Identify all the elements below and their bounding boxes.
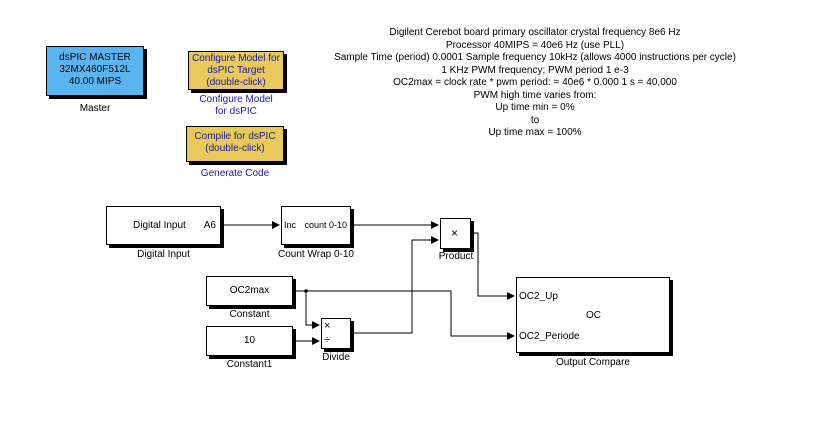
output-compare-block[interactable]: OC2_Up OC OC2_Periode (516, 277, 670, 353)
configure-caption: Configure Model for dsPIC (186, 94, 286, 118)
master-line-1: dsPIC MASTER (59, 52, 131, 63)
divide-block[interactable]: × ÷ (321, 318, 351, 349)
divide-multiply-icon: × (324, 320, 331, 332)
oc-port-up: OC2_Up (519, 291, 558, 302)
output-compare-caption: Output Compare (556, 357, 630, 368)
note-line-4: 1 KHz PWM frequency; PWM period 1 e-3 (441, 64, 629, 76)
digital-input-port: A6 (203, 220, 216, 231)
digital-input-caption: Digital Input (137, 249, 190, 260)
product-block[interactable]: × (440, 218, 471, 249)
oc2max-value: OC2max (229, 285, 270, 296)
note-line-8: to (530, 114, 540, 126)
constant1-block[interactable]: 10 (206, 326, 293, 356)
wire-oc2max-to-oc-periode[interactable] (293, 290, 515, 340)
compile-line-1: Compile for dsPIC (194, 131, 276, 142)
compile-caption: Generate Code (200, 168, 270, 179)
divide-divide-icon: ÷ (324, 334, 331, 346)
oc2max-constant-block[interactable]: OC2max (206, 276, 293, 306)
master-caption: Master (79, 103, 111, 114)
note-line-1: Digilent Cerebot board primary oscillato… (389, 27, 681, 38)
wire-oc2max-to-divide[interactable] (305, 291, 320, 329)
wire-divide-to-product[interactable] (351, 236, 439, 334)
count-wrap-out-port: count 0-10 (304, 220, 347, 230)
master-line-2: 32MX460F512L (59, 64, 131, 75)
configure-caption-line-1: Configure Model (199, 94, 273, 105)
product-caption: Product (438, 251, 474, 262)
note-line-7: Up time min = 0% (495, 102, 575, 113)
constant1-caption: Constant1 (226, 359, 273, 370)
oc-title: OC (586, 310, 601, 321)
constant1-value: 10 (243, 335, 256, 346)
note-line-9: Up time max = 100% (488, 127, 582, 138)
configure-line-2: dsPIC Target (207, 65, 265, 76)
configure-line-3: (double-click) (206, 77, 266, 88)
count-wrap-caption: Count Wrap 0-10 (278, 249, 354, 260)
note-line-3: Sample Time (period) 0.0001 Sample frequ… (334, 52, 736, 63)
oc2max-caption: Constant (229, 309, 270, 320)
master-block[interactable]: dsPIC MASTER 32MX460F512L 40.00 MIPS (46, 46, 144, 96)
compile-block[interactable]: Compile for dsPIC (double-click) (186, 126, 284, 162)
wire-product-to-oc-up[interactable] (471, 232, 515, 300)
compile-line-2: (double-click) (205, 143, 265, 154)
branch-point (304, 289, 308, 293)
configure-model-block[interactable]: Configure Model for dsPIC Target (double… (188, 51, 284, 90)
annotation-note: Digilent Cerebot board primary oscillato… (300, 27, 770, 140)
note-line-2: Processor 40MIPS = 40e6 Hz (use PLL) (445, 39, 625, 51)
count-wrap-block[interactable]: Inc count 0-10 (281, 206, 351, 245)
digital-input-text: Digital Input (133, 220, 186, 231)
configure-line-1: Configure Model for (192, 53, 280, 64)
configure-caption-line-2: for dsPIC (215, 106, 257, 117)
product-multiply-icon: × (451, 226, 459, 240)
oc-port-periode: OC2_Periode (519, 331, 580, 342)
divide-caption: Divide (322, 352, 350, 363)
note-line-5: OC2max = clock rate * pwm period: = 40e6… (393, 77, 677, 88)
digital-input-block[interactable]: Digital Input A6 (106, 206, 221, 245)
master-line-3: 40.00 MIPS (68, 76, 122, 87)
note-line-6: PWM high time varies from: (473, 89, 597, 101)
count-wrap-in-port: Inc (284, 220, 297, 230)
